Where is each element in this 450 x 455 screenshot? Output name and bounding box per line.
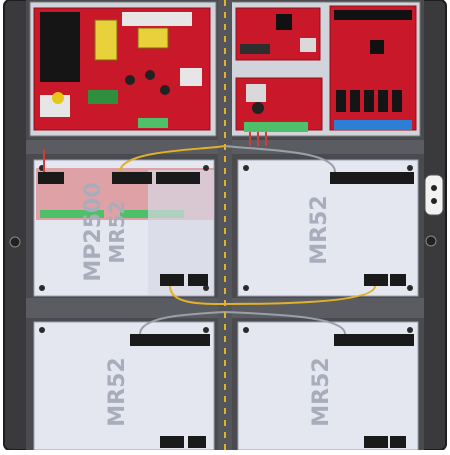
module-label-3: MR52	[105, 357, 130, 426]
latch-icon	[424, 174, 444, 247]
interface-board	[235, 77, 323, 132]
power-supply-board	[33, 7, 211, 131]
terminal-blocks	[38, 172, 414, 448]
module-label-1: MP2500	[81, 182, 106, 281]
center-wire-duct	[218, 0, 232, 450]
hinge-icon	[9, 236, 21, 248]
relay-output-board	[329, 5, 417, 131]
module-label-4: MR52	[309, 357, 334, 426]
wiring	[43, 0, 376, 450]
module-label-2: MR52	[307, 195, 332, 264]
network-controller-board	[235, 7, 321, 61]
mounting-holes	[39, 165, 413, 333]
module-sublabel-1: MR52	[105, 200, 129, 263]
